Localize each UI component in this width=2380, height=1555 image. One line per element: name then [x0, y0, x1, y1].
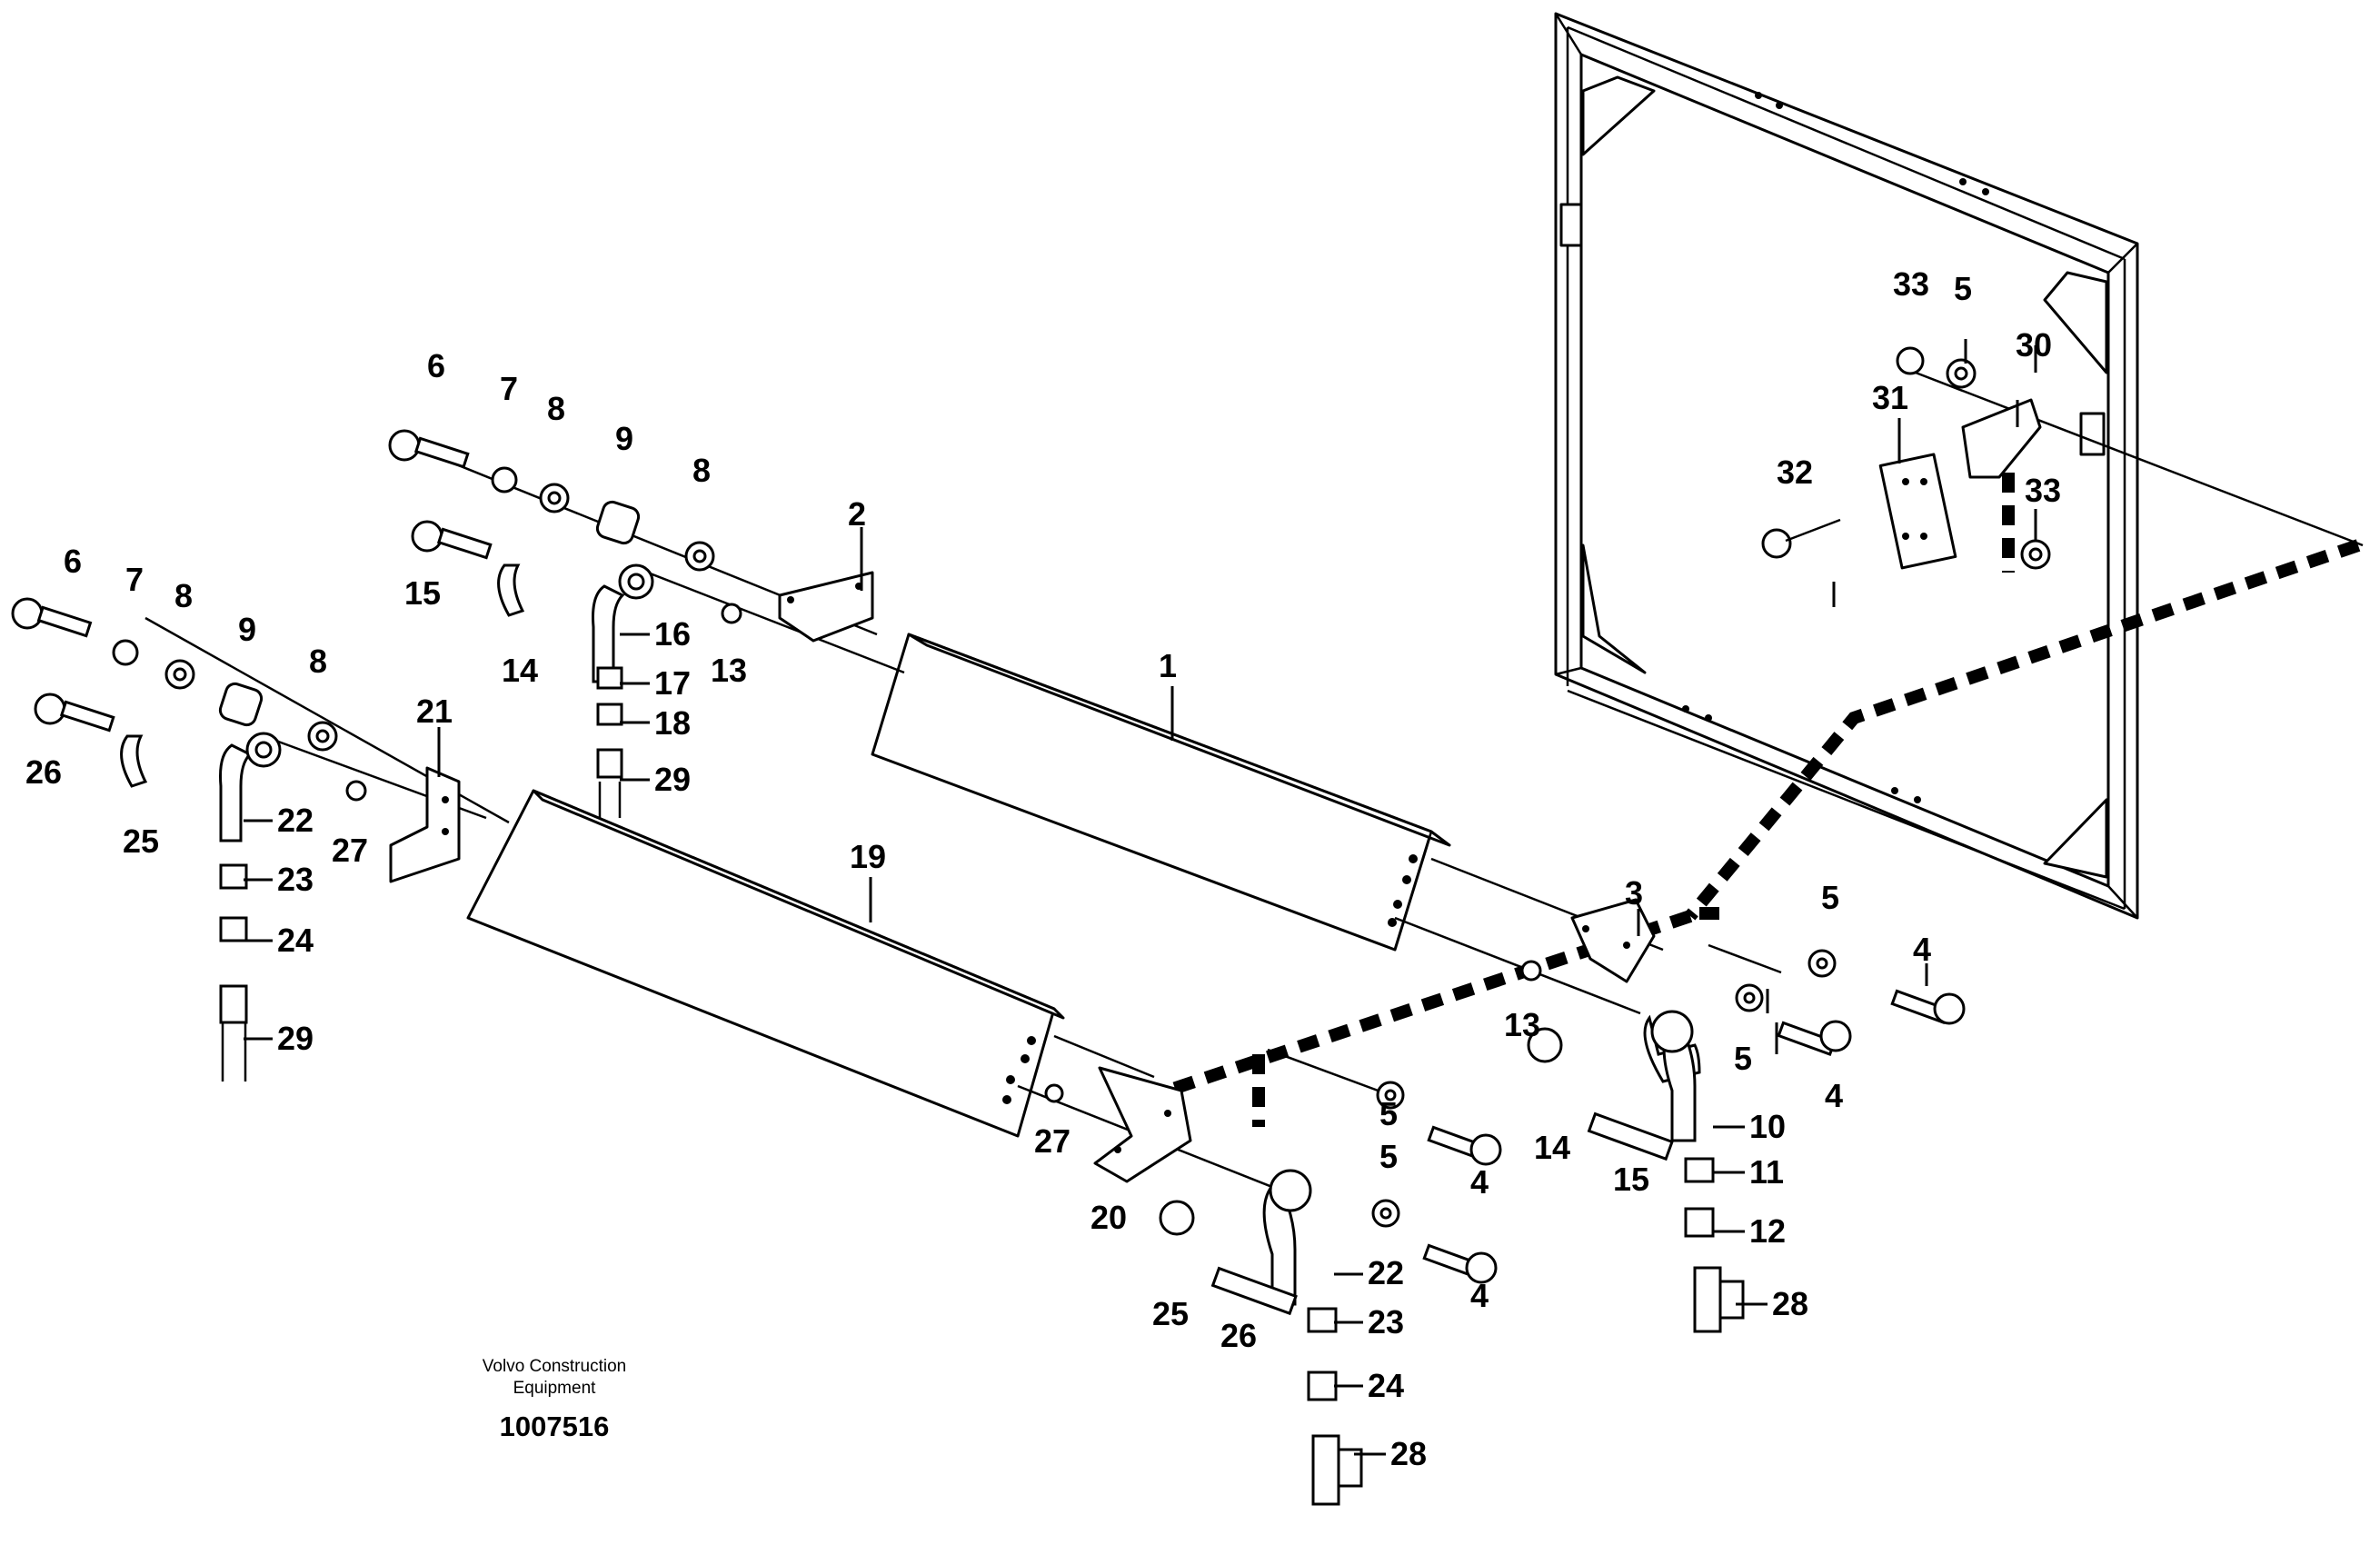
callout-5: 5: [1734, 1040, 1752, 1077]
callout-23: 23: [277, 861, 314, 898]
callout-9: 9: [238, 611, 256, 648]
callout-26: 26: [1220, 1317, 1257, 1354]
routing-dashed-lines: [1138, 473, 2361, 1127]
left-hardware: [11, 597, 461, 1082]
callout-27: 27: [1034, 1122, 1071, 1160]
upper-left-hardware: [388, 429, 874, 818]
callout-18: 18: [654, 704, 691, 742]
mounting-frame: [1554, 12, 2139, 920]
callout-5: 5: [1821, 879, 1839, 916]
callout-5: 5: [1954, 270, 1972, 307]
callout-9: 9: [615, 420, 633, 457]
callout-15: 15: [404, 574, 441, 612]
callout-25: 25: [123, 822, 159, 860]
callout-4: 4: [1913, 931, 1931, 968]
callout-5: 5: [1379, 1138, 1398, 1175]
callout-21: 21: [416, 693, 453, 730]
callout-1: 1: [1159, 647, 1177, 684]
callout-28: 28: [1390, 1435, 1427, 1472]
lower-hardware: [1044, 1066, 1502, 1506]
callout-26: 26: [25, 753, 62, 791]
lower-cooler-body: [466, 789, 1065, 1138]
frame-bracket-assembly: [1761, 346, 2364, 570]
callout-10: 10: [1749, 1108, 1786, 1145]
callout-13: 13: [1504, 1006, 1540, 1043]
callout-15: 15: [1613, 1161, 1649, 1198]
credit-line-2: Equipment: [513, 1379, 596, 1398]
callout-7: 7: [500, 370, 518, 407]
callout-8: 8: [174, 577, 193, 614]
right-lower-hardware: [1520, 898, 1966, 1333]
callout-29: 29: [654, 761, 691, 798]
document-number: 1007516: [499, 1410, 610, 1442]
callout-20: 20: [1090, 1199, 1127, 1236]
leader-lines: [244, 339, 2037, 1456]
callout-6: 6: [64, 543, 82, 580]
callout-32: 32: [1777, 454, 1813, 491]
callout-14: 14: [1534, 1129, 1570, 1166]
callout-4: 4: [1470, 1163, 1489, 1201]
callout-8: 8: [692, 452, 711, 489]
callout-8: 8: [309, 643, 327, 680]
callout-28: 28: [1772, 1285, 1808, 1322]
callout-11: 11: [1749, 1153, 1784, 1191]
callout-25: 25: [1152, 1295, 1189, 1332]
callout-5: 5: [1379, 1095, 1398, 1132]
callout-4: 4: [1470, 1277, 1489, 1314]
callout-31: 31: [1872, 379, 1908, 416]
credit-line-1: Volvo Construction: [482, 1357, 627, 1376]
callout-29: 29: [277, 1020, 314, 1057]
callout-4: 4: [1825, 1077, 1843, 1114]
callout-7: 7: [125, 561, 144, 598]
callout-24: 24: [277, 922, 314, 959]
callout-22: 22: [1368, 1254, 1404, 1291]
callout-33: 33: [2025, 472, 2061, 509]
callout-6: 6: [427, 347, 445, 384]
callout-30: 30: [2016, 326, 2052, 364]
callout-19: 19: [850, 838, 886, 875]
callout-27: 27: [332, 832, 368, 869]
manufacturer-credit: Volvo Construction Equipment: [427, 1356, 682, 1400]
callout-17: 17: [654, 664, 691, 702]
callout-22: 22: [277, 802, 314, 839]
callout-8: 8: [547, 390, 565, 427]
callout-23: 23: [1368, 1303, 1404, 1341]
upper-cooler-body: [871, 633, 1451, 952]
callout-24: 24: [1368, 1367, 1404, 1404]
callout-labels: 1 2 3 4 4 4 4 5 5 5 5 5 6 6 7 7 8 8 8 8 …: [25, 265, 2061, 1472]
callout-16: 16: [654, 615, 691, 653]
callout-33: 33: [1893, 265, 1929, 303]
callout-14: 14: [502, 652, 538, 689]
callout-12: 12: [1749, 1212, 1786, 1250]
callout-13: 13: [711, 652, 747, 689]
callout-2: 2: [848, 495, 866, 533]
callout-3: 3: [1625, 874, 1643, 912]
